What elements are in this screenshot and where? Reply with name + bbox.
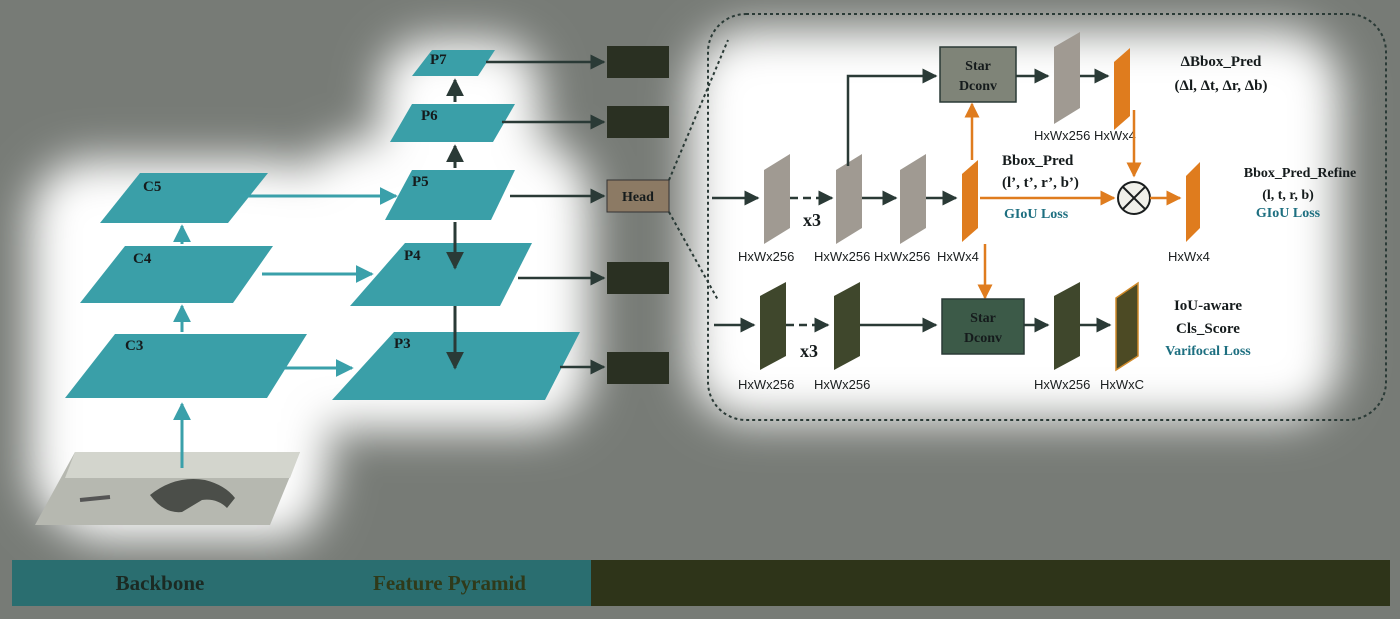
head-box-p3	[607, 352, 669, 384]
head-box-p6	[607, 106, 669, 138]
dim-input-top: HxWx256	[738, 249, 794, 264]
cls-feature-tower	[834, 282, 860, 370]
cls-score-map	[1115, 281, 1139, 372]
score-loss: Varifocal Loss	[1165, 344, 1251, 359]
refine-title: Bbox_Pred_Refine	[1244, 166, 1357, 181]
legend-backbone: Backbone	[12, 560, 308, 606]
input-image	[35, 452, 300, 525]
head-outputs: Head	[486, 39, 729, 384]
bbox-refine-map	[1186, 162, 1200, 242]
plane-p5	[385, 170, 515, 220]
dim-tower-1-top: HxWx256	[814, 249, 870, 264]
feature-map-input	[764, 154, 790, 244]
feature-pyramid: P7 P6 P5 P4 P3	[332, 50, 580, 400]
classification-branch: x3 Star Dconv HxWx256 HxWx256 HxWx256 Hx…	[714, 281, 1251, 392]
cls-feature-input	[760, 282, 786, 370]
legend-feature-pyramid: Feature Pyramid	[308, 560, 591, 606]
refine-sub: (l, t, r, b)	[1262, 188, 1314, 203]
plane-c3	[65, 334, 307, 398]
regression-branch: x3 HxWx256 HxWx256 HxWx256 HxWx4 Star Dc…	[712, 32, 1356, 264]
plane-c4	[80, 246, 273, 303]
bbox-pred-loss: GIoU Loss	[1004, 207, 1069, 222]
bbox-pred-sub: (l’, t’, r’, b’)	[1002, 175, 1079, 191]
label-p3: P3	[394, 336, 411, 352]
star-dconv-top-line1: Star	[965, 59, 991, 74]
repeat-label-bottom: x3	[800, 341, 818, 361]
plane-p4	[350, 243, 532, 306]
label-p7: P7	[430, 52, 447, 68]
delta-bbox-map	[1114, 48, 1130, 130]
label-c5: C5	[143, 179, 161, 195]
legend-feature-pyramid-label: Feature Pyramid	[373, 570, 526, 595]
dim-pred-top: HxWx4	[937, 249, 979, 264]
label-p4: P4	[404, 248, 421, 264]
multiply-icon	[1117, 181, 1151, 215]
bbox-pred-map	[962, 160, 978, 242]
legend-backbone-label: Backbone	[115, 570, 205, 595]
label-p5: P5	[412, 174, 429, 190]
feature-map-after-dconv	[1054, 32, 1080, 124]
star-dconv-bottom-line1: Star	[970, 311, 996, 326]
dim-tower-2-top: HxWx256	[874, 249, 930, 264]
plane-c5	[100, 173, 268, 223]
delta-sub: (Δl, Δt, Δr, Δb)	[1175, 78, 1268, 94]
refine-loss: GIoU Loss	[1256, 206, 1321, 221]
bbox-pred-title: Bbox_Pred	[1002, 153, 1074, 169]
feature-map-tower-1	[836, 154, 862, 244]
plane-p6	[390, 104, 515, 142]
head-detail-frame	[707, 13, 1387, 421]
star-dconv-bottom	[941, 298, 1025, 355]
score-title-2: Cls_Score	[1176, 321, 1240, 337]
score-title-1: IoU-aware	[1174, 298, 1242, 314]
feature-map-tower-2	[900, 154, 926, 244]
dim-tower-bottom: HxWx256	[814, 377, 870, 392]
head-box-p4	[607, 262, 669, 294]
dim-after-dconv: HxWx256	[1034, 128, 1090, 143]
delta-title: ΔBbox_Pred	[1181, 54, 1262, 70]
head-box-p7	[607, 46, 669, 78]
dim-delta: HxWx4	[1094, 128, 1136, 143]
star-dconv-top-line2: Dconv	[959, 79, 997, 94]
dim-input-bottom: HxWx256	[738, 377, 794, 392]
star-dconv-bottom-line2: Dconv	[964, 331, 1002, 346]
backbone: C5 C4 C3	[65, 173, 307, 468]
label-c3: C3	[125, 338, 143, 354]
plane-p7	[412, 50, 495, 76]
dim-score: HxWxC	[1100, 377, 1144, 392]
label-p6: P6	[421, 108, 438, 124]
head-label: Head	[622, 190, 654, 205]
lateral-connections	[240, 187, 398, 377]
label-c4: C4	[133, 251, 152, 267]
dim-refine: HxWx4	[1168, 249, 1210, 264]
star-dconv-top	[939, 46, 1017, 103]
head-box-p5	[606, 179, 670, 213]
legend-head	[591, 560, 1390, 606]
cls-feature-after-dconv	[1054, 282, 1080, 370]
dim-after-dconv-bottom: HxWx256	[1034, 377, 1090, 392]
repeat-label-top: x3	[803, 210, 821, 230]
